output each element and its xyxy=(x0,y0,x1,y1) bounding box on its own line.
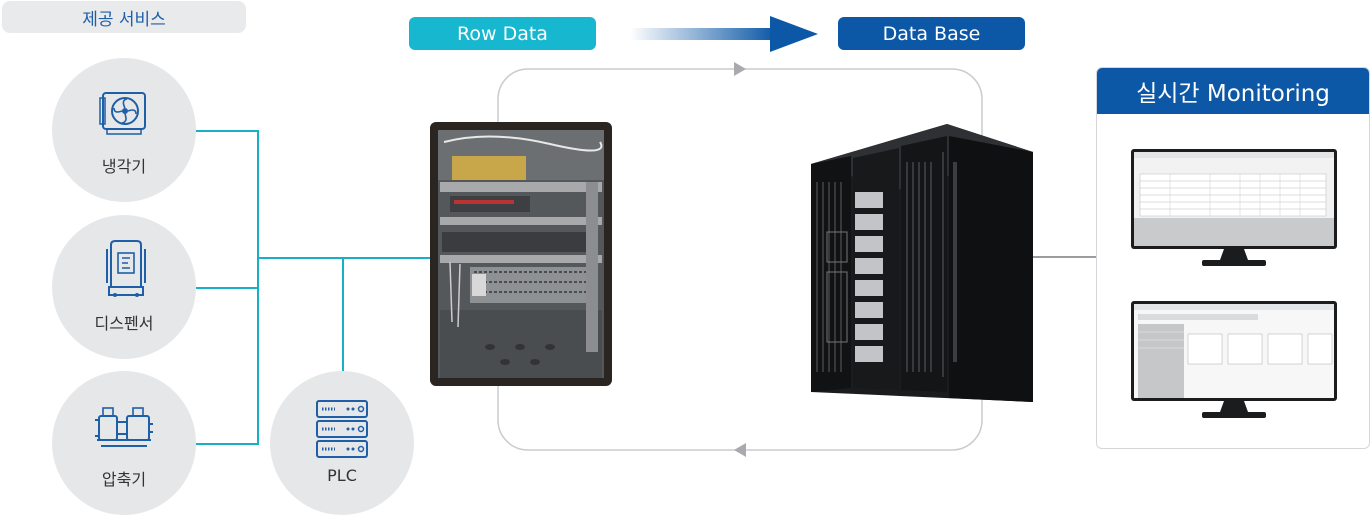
device-label: 압축기 xyxy=(101,470,147,489)
connector-line xyxy=(196,130,258,132)
device-dispenser: 디스펜서 xyxy=(52,215,196,359)
plc-icon xyxy=(316,400,368,458)
flow-arrow xyxy=(630,16,818,52)
cooler-icon xyxy=(99,92,146,135)
server-rack-image xyxy=(811,124,1033,402)
connector-line xyxy=(257,257,433,259)
monitor-screen-1 xyxy=(1131,149,1337,266)
row-data-badge: Row Data xyxy=(409,17,596,50)
data-base-badge: Data Base xyxy=(838,17,1025,50)
connector-line xyxy=(1030,256,1096,258)
device-label: 디스펜서 xyxy=(94,314,154,333)
data-base-label: Data Base xyxy=(882,22,981,45)
monitoring-title: 실시간 Monitoring xyxy=(1136,81,1330,107)
device-label: 냉각기 xyxy=(101,157,147,176)
monitor-screen-2 xyxy=(1131,301,1337,418)
service-header: 제공 서비스 xyxy=(2,1,246,33)
control-cabinet-image xyxy=(430,122,612,386)
connector-line xyxy=(196,443,258,445)
device-label: PLC xyxy=(327,466,357,485)
compressor-icon xyxy=(95,407,153,447)
row-data-label: Row Data xyxy=(457,22,548,45)
service-header-label: 제공 서비스 xyxy=(82,9,166,30)
monitoring-title-bar: 실시간 Monitoring xyxy=(1097,68,1369,114)
connector-line xyxy=(342,257,344,375)
connector-line xyxy=(196,287,258,289)
device-cooler: 냉각기 xyxy=(52,58,196,202)
device-compressor: 압축기 xyxy=(52,371,196,515)
device-plc: PLC xyxy=(270,371,414,515)
dispenser-icon xyxy=(106,240,146,297)
connector-line xyxy=(257,130,259,445)
